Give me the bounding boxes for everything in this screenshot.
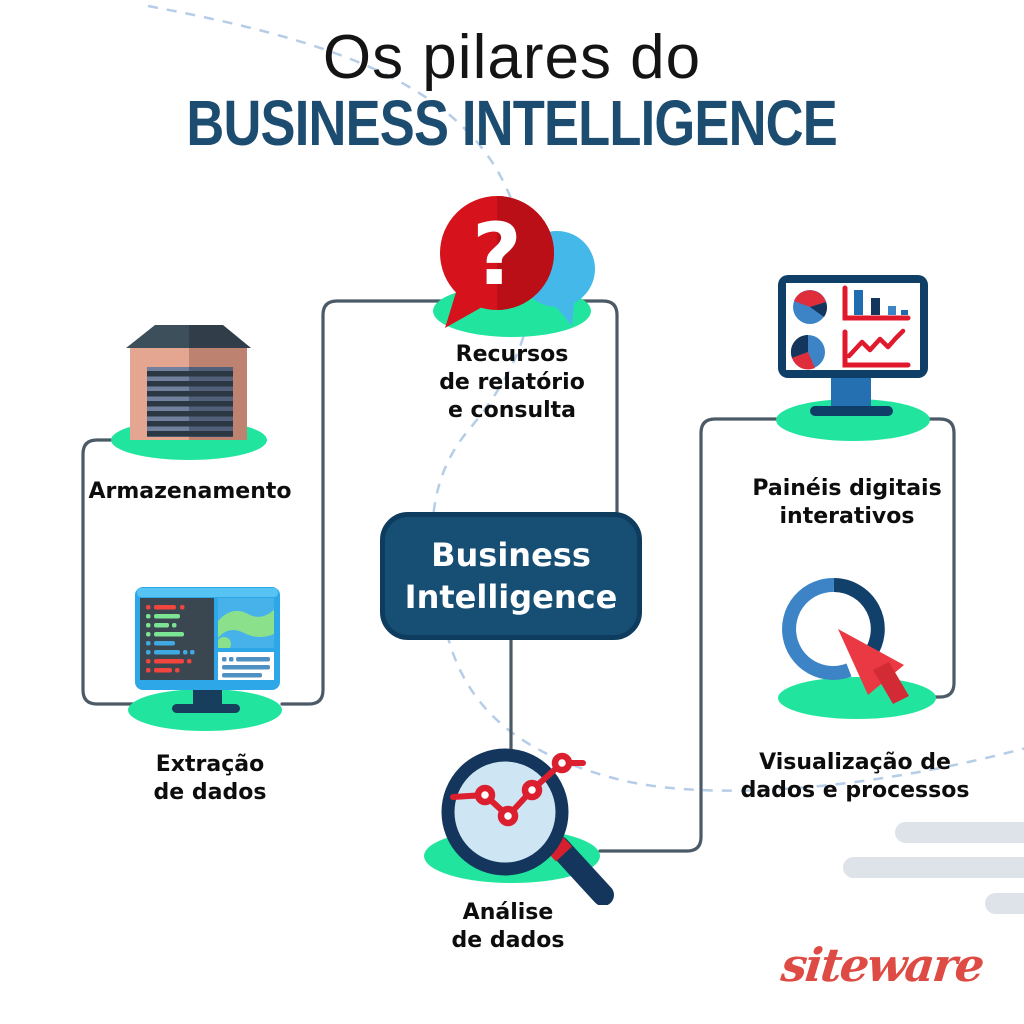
connector-paineis-analise: [598, 417, 780, 853]
code-monitor-icon: [126, 580, 284, 737]
label-recursos: Recursos de relatório e consulta: [439, 342, 585, 423]
question-bubbles-icon: ?: [427, 196, 597, 349]
title-line-1: Os pilares do: [322, 23, 702, 92]
decorative-bars: [843, 822, 1024, 914]
magnifier-chart-icon: [415, 725, 620, 910]
connector-recursos-extracao: [280, 299, 454, 706]
dashboard-monitor-icon: [774, 268, 932, 448]
cursor-ring-icon: [772, 575, 938, 725]
title-block: Os pilares do BUSINESS INTELLIGENCE: [0, 23, 1024, 159]
connector-armazenamento-extracao: [81, 438, 137, 706]
business-intelligence-node: Business Intelligence: [380, 512, 642, 640]
connector-recursos-bibox: [572, 299, 619, 517]
label-extracao: Extração de dados: [153, 752, 267, 805]
question-mark-glyph: ?: [472, 205, 522, 305]
label-visualizacao: Visualização de dados e processos: [740, 750, 970, 803]
connector-paineis-visualizacao: [926, 417, 956, 699]
label-armazenamento: Armazenamento: [88, 479, 292, 504]
title-line-2: BUSINESS INTELLIGENCE: [186, 87, 838, 159]
business-intelligence-label: Business Intelligence: [404, 536, 618, 616]
siteware-logo: siteware: [778, 938, 986, 992]
server-icon: [110, 320, 268, 467]
label-paineis: Painéis digitais interativos: [752, 476, 942, 529]
label-analise: Análise de dados: [451, 900, 565, 953]
